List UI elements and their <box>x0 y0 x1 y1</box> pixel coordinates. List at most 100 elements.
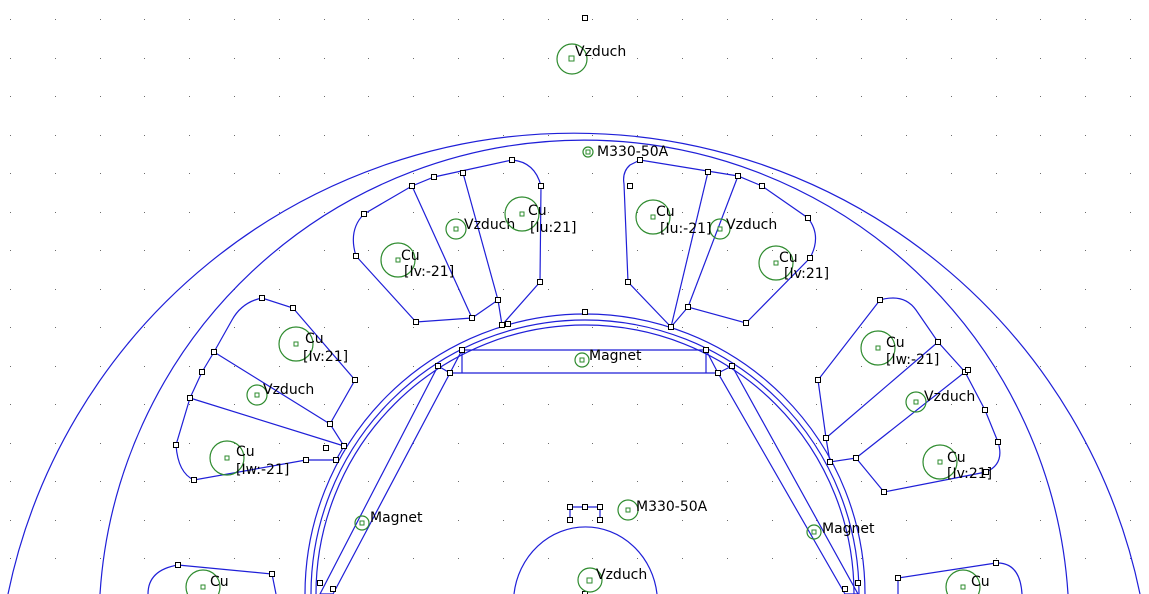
geometry-node[interactable] <box>827 459 833 465</box>
grid-dot <box>189 96 190 97</box>
geometry-node[interactable] <box>460 170 466 176</box>
geometry-node[interactable] <box>191 477 197 483</box>
cu-label-e2: Cu <box>971 574 990 590</box>
geometry-node[interactable] <box>582 15 588 21</box>
geometry-node[interactable] <box>853 455 859 461</box>
grid-dot <box>279 404 280 405</box>
geometry-node[interactable] <box>431 174 437 180</box>
geometry-node[interactable] <box>469 315 475 321</box>
coil-current-a2: [Iu:21] <box>530 220 576 236</box>
grid-dot <box>503 366 504 367</box>
geometry-node[interactable] <box>807 255 813 261</box>
geometry-node[interactable] <box>597 504 603 510</box>
geometry-node[interactable] <box>259 295 265 301</box>
grid-dot <box>816 289 817 290</box>
geometry-node[interactable] <box>211 349 217 355</box>
grid-dot <box>1040 289 1041 290</box>
stator-iron-marker: M330-50A <box>582 144 669 160</box>
grid-dot <box>996 481 997 482</box>
geometry-node[interactable] <box>715 370 721 376</box>
region-markers[interactable]: Vzduch M330-50A M330-50A Magnet Magnet M… <box>185 43 992 594</box>
geometry-node[interactable] <box>729 363 735 369</box>
geometry-node[interactable] <box>413 319 419 325</box>
geometry-node[interactable] <box>995 439 1001 445</box>
geometry-node[interactable] <box>323 445 329 451</box>
coil-marker-a2: Cu [Iu:21] <box>504 196 576 236</box>
geometry-node[interactable] <box>435 363 441 369</box>
geometry-node[interactable] <box>341 443 347 449</box>
grid-dot <box>368 58 369 59</box>
geometry-node[interactable] <box>409 183 415 189</box>
geometry-node[interactable] <box>509 157 515 163</box>
geometry-nodes[interactable] <box>173 15 1001 594</box>
grid-dot <box>592 135 593 136</box>
geometry-node[interactable] <box>175 562 181 568</box>
geometry-node[interactable] <box>447 370 453 376</box>
grid-dot <box>413 96 414 97</box>
geometry-node[interactable] <box>982 407 988 413</box>
geometry-node[interactable] <box>685 304 691 310</box>
geometry-node[interactable] <box>330 586 336 592</box>
geometry-node[interactable] <box>983 469 989 475</box>
geometry-node[interactable] <box>537 279 543 285</box>
grid-dot <box>592 558 593 559</box>
geometry-node[interactable] <box>597 517 603 523</box>
geometry-node[interactable] <box>333 457 339 463</box>
grid-dot <box>637 481 638 482</box>
geometry-node[interactable] <box>199 369 205 375</box>
geometry-node[interactable] <box>743 320 749 326</box>
geometry-node[interactable] <box>842 586 848 592</box>
geometry-node[interactable] <box>637 157 643 163</box>
geometry-node[interactable] <box>317 580 323 586</box>
geometry-node[interactable] <box>567 504 573 510</box>
geometry-node[interactable] <box>805 215 811 221</box>
geometry-node[interactable] <box>499 322 505 328</box>
grid-dot <box>727 19 728 20</box>
grid-dot <box>503 96 504 97</box>
geometry-node[interactable] <box>290 305 296 311</box>
geometry-node[interactable] <box>759 183 765 189</box>
geometry-node[interactable] <box>993 560 999 566</box>
geometry-node[interactable] <box>965 367 971 373</box>
geometry-node[interactable] <box>495 297 501 303</box>
geometry-node[interactable] <box>505 321 511 327</box>
geometry-node[interactable] <box>173 442 179 448</box>
geometry-node[interactable] <box>815 377 821 383</box>
grid-dot <box>368 327 369 328</box>
geometry-node[interactable] <box>703 347 709 353</box>
geometry-node[interactable] <box>855 580 861 586</box>
geometry-node[interactable] <box>352 377 358 383</box>
geometry-node[interactable] <box>705 169 711 175</box>
geometry-node[interactable] <box>935 339 941 345</box>
geometry-node[interactable] <box>877 297 883 303</box>
grid-dot <box>234 327 235 328</box>
geometry-node[interactable] <box>269 571 275 577</box>
geometry-node[interactable] <box>625 279 631 285</box>
geometry-node[interactable] <box>353 253 359 259</box>
geometry-node[interactable] <box>327 421 333 427</box>
grid-dot <box>100 520 101 521</box>
geometry-node[interactable] <box>361 211 367 217</box>
geometry-node[interactable] <box>735 173 741 179</box>
cu-label-d2: Cu <box>947 450 966 466</box>
geometry-node[interactable] <box>895 575 901 581</box>
geometry-node[interactable] <box>538 183 544 189</box>
grid-dot <box>189 366 190 367</box>
geometry-edges[interactable] <box>7 132 1141 594</box>
grid-dot <box>772 366 773 367</box>
geometry-node[interactable] <box>582 504 588 510</box>
geometry-node[interactable] <box>582 309 588 315</box>
geometry-node[interactable] <box>668 324 674 330</box>
geometry-node[interactable] <box>567 517 573 523</box>
geometry-node[interactable] <box>187 395 193 401</box>
grid-dot <box>861 212 862 213</box>
grid-dot <box>548 404 549 405</box>
geometry-node[interactable] <box>823 435 829 441</box>
grid-dot <box>324 443 325 444</box>
geometry-node[interactable] <box>881 489 887 495</box>
grid-dot <box>1040 212 1041 213</box>
geometry-node[interactable] <box>459 347 465 353</box>
geometry-node[interactable] <box>303 457 309 463</box>
geometry-node[interactable] <box>627 183 633 189</box>
